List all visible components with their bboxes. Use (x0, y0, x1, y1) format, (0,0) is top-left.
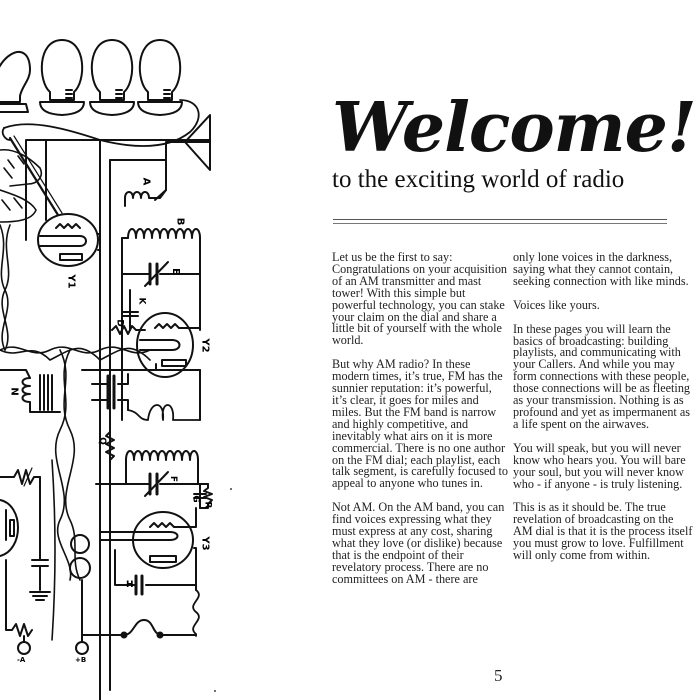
label-b: B (174, 217, 186, 226)
vacuum-tube-y2 (136, 312, 201, 421)
horn-speaker-icon (166, 114, 211, 171)
coil-b (121, 228, 201, 421)
label-q: Q (96, 437, 107, 445)
label-f: F (168, 475, 179, 483)
vacuum-tube-y1 (37, 213, 101, 267)
label-d: D (114, 319, 125, 327)
coil-lower (125, 450, 199, 485)
bulb-icon (89, 39, 135, 116)
paragraph: You will speak, but you will never know … (513, 440, 686, 491)
bulb-icon (39, 39, 85, 116)
label-plus-b: +B (75, 656, 87, 664)
vacuum-tube-y3 (99, 507, 197, 591)
print-speck (230, 488, 232, 490)
paragraph: Let us be the first to say: Congratulati… (332, 250, 508, 348)
bulb-icon (0, 50, 31, 113)
label-minus-a: -A (17, 656, 26, 664)
paragraph: Not AM. On the AM band, you can find voi… (332, 500, 505, 586)
page-title: Welcome! (332, 88, 696, 168)
label-n: N (8, 387, 20, 396)
text-column-left: Let us be the first to say: Congratulati… (332, 250, 508, 598)
paragraph: In these pages you will learn the basics… (513, 321, 691, 431)
hand-with-probe-icon (0, 135, 63, 223)
vacuum-tube-partial (0, 499, 19, 557)
capacitor-f (95, 471, 209, 497)
label-e: E (169, 268, 181, 275)
label-k: K (136, 297, 147, 305)
radio-circuit-diagram: A B E Y1 Y2 K D N Q F G R Y3 H -A +B (0, 0, 250, 700)
paragraph: This is as it should be. The true revela… (513, 500, 693, 563)
capacitor-h (114, 549, 197, 596)
bulb-icon (137, 39, 183, 116)
label-y3: Y3 (199, 536, 211, 551)
paragraph: Voices like yours. (513, 297, 600, 312)
capacitor-g-resistor-r (193, 483, 213, 509)
light-bulbs (0, 39, 183, 116)
coil-n-transformer (0, 369, 61, 413)
label-r: R (202, 501, 213, 509)
label-y2: Y2 (199, 338, 211, 353)
paragraph: only lone voices in the darkness, saying… (513, 250, 689, 288)
capacitor-e (121, 261, 201, 287)
capacitor-k (91, 373, 129, 394)
page-subtitle: to the exciting world of radio (332, 166, 625, 193)
text-column-right: only lone voices in the darkness, saying… (513, 250, 693, 574)
page-number: 5 (494, 666, 503, 685)
resistor-d (111, 325, 146, 335)
capacitor-j (121, 289, 139, 331)
label-g: G (190, 495, 201, 503)
print-speck (214, 690, 216, 692)
paragraph: But why AM radio? In these modern times,… (332, 357, 508, 491)
coil-a (124, 189, 167, 207)
capacitor-j2 (91, 390, 129, 411)
label-h: H (126, 580, 134, 590)
label-a: A (140, 177, 152, 186)
resistor-q (105, 419, 115, 471)
label-y1: Y1 (65, 274, 77, 289)
divider-rule (333, 219, 667, 224)
